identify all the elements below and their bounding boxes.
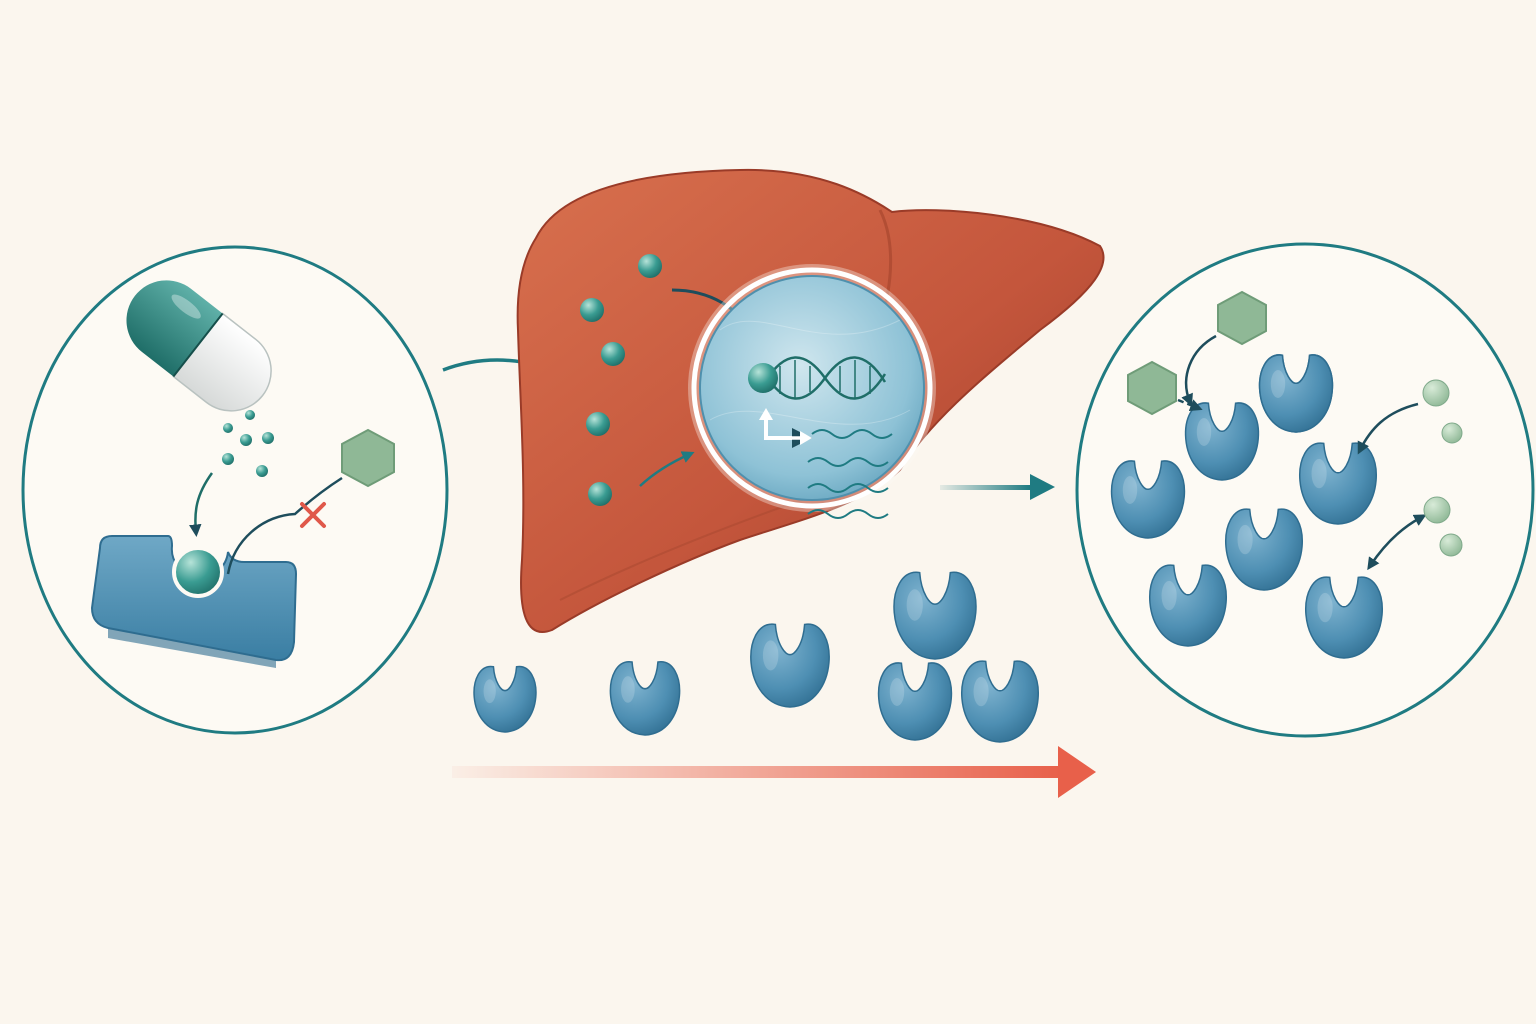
inhibition-x-mark — [300, 502, 326, 528]
drug-molecule — [172, 546, 224, 598]
enzyme — [961, 660, 1039, 743]
nucleus-with-dna — [688, 264, 936, 512]
enzyme — [877, 662, 953, 741]
enzyme — [893, 571, 977, 660]
binding-arrow — [189, 472, 214, 537]
metabolite-exchange-arrow — [1367, 514, 1427, 571]
enzyme — [1305, 576, 1383, 659]
enzyme — [750, 623, 830, 708]
competitor-hexagon — [341, 428, 395, 488]
metabolite-dots — [1422, 379, 1463, 557]
metabolite-arrow — [1357, 402, 1419, 455]
enzyme — [1299, 442, 1377, 525]
induction-arrow-shaft — [452, 766, 1062, 778]
dna-helix — [763, 356, 887, 400]
receptor-binding-site — [90, 535, 298, 668]
enzyme — [1225, 508, 1303, 591]
enzyme — [609, 661, 681, 736]
substrate-hexagon — [1127, 360, 1177, 416]
substrate-arrow — [1181, 334, 1217, 407]
enzyme — [1258, 354, 1334, 433]
enzyme — [473, 665, 537, 733]
center-panel — [452, 168, 1105, 798]
arrow-toward-nucleus — [639, 451, 695, 487]
enzyme — [1110, 460, 1186, 539]
enzyme — [1184, 402, 1260, 481]
drug-molecules-in-liver — [580, 254, 662, 506]
left-panel — [21, 245, 449, 735]
substrate-hexagon — [1217, 290, 1267, 346]
arrow-to-right-panel-head — [1030, 474, 1055, 500]
capsule-icon — [126, 280, 272, 412]
induction-arrow-head — [1058, 746, 1096, 798]
right-panel — [1075, 242, 1535, 738]
mrna-transcripts — [807, 429, 893, 519]
substrate-arrow — [1177, 398, 1203, 412]
enzyme-increase-row — [473, 571, 1039, 743]
blocked-path-arrow — [226, 476, 343, 575]
enzyme-cluster — [1110, 354, 1383, 659]
arrow-to-right-panel-shaft — [940, 485, 1030, 490]
drug-particles — [222, 410, 274, 477]
nuclear-receptor-molecule — [748, 363, 778, 393]
enzyme — [1149, 564, 1227, 647]
